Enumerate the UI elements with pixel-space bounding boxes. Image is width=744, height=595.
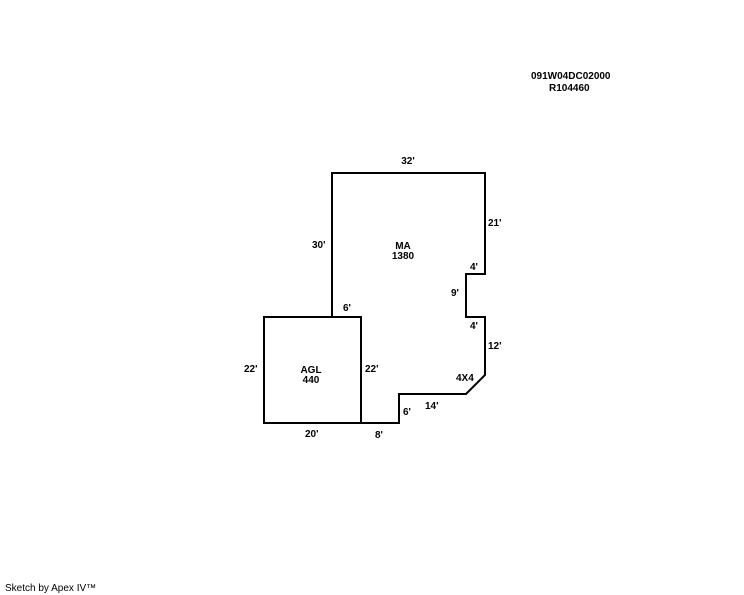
dim-notch-side: 9' bbox=[451, 288, 459, 299]
garage-area-outline bbox=[263, 316, 362, 424]
dim-ma-top: 32' bbox=[401, 156, 415, 167]
main-area-sqft: 1380 bbox=[391, 251, 415, 262]
dim-ma-bottom-short: 8' bbox=[375, 430, 383, 441]
garage-area-code: AGL bbox=[300, 365, 322, 376]
dim-connector: 6' bbox=[343, 303, 351, 314]
main-area-outline bbox=[331, 172, 486, 424]
dim-ma-step: 6' bbox=[403, 407, 411, 418]
garage-area-sqft: 440 bbox=[302, 375, 320, 386]
main-area-code: MA bbox=[395, 241, 411, 252]
dim-notch-top: 4' bbox=[470, 262, 478, 273]
dim-agl-left: 22' bbox=[244, 364, 258, 375]
sketch-credit: Sketch by Apex IV™ bbox=[5, 583, 97, 594]
dim-ma-right-lower: 12' bbox=[488, 341, 502, 352]
account-number: R104460 bbox=[549, 83, 590, 94]
dim-agl-bottom: 20' bbox=[305, 429, 319, 440]
dim-ma-right-upper: 21' bbox=[488, 218, 502, 229]
dim-ma-left: 30' bbox=[312, 240, 326, 251]
dim-notch-bottom: 4' bbox=[470, 321, 478, 332]
dim-corner-cut: 4X4 bbox=[456, 373, 474, 384]
parcel-id: 091W04DC02000 bbox=[531, 71, 611, 82]
dim-ma-bottom-run: 14' bbox=[425, 401, 439, 412]
dim-agl-right: 22' bbox=[365, 364, 379, 375]
